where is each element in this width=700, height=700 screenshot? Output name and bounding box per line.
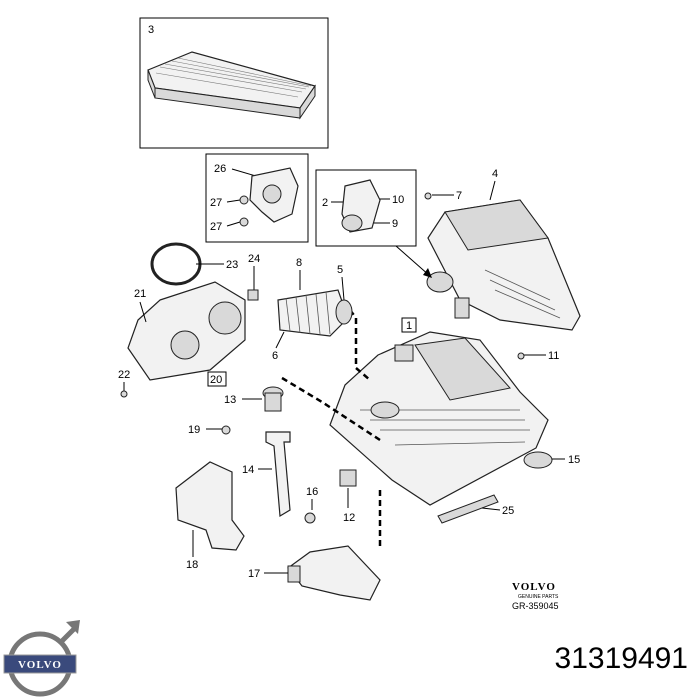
air-intake[interactable]: 17	[248, 545, 381, 601]
reference-code: GR-359045	[512, 601, 559, 611]
part-number: 31319491	[554, 642, 688, 675]
air-duct[interactable]: 18	[175, 461, 245, 571]
label-5: 5	[337, 264, 343, 276]
label-15: 15	[568, 454, 580, 466]
label-22: 22	[118, 369, 130, 381]
label-27a: 27	[210, 197, 222, 209]
airbox-housing[interactable]: 1	[329, 317, 549, 506]
intake-bellows[interactable]: 8 6 5	[272, 257, 353, 362]
part-12[interactable]: 12	[339, 469, 357, 524]
throttle-sensor-box: 26 27 27	[205, 153, 309, 243]
label-7: 7	[456, 190, 462, 202]
logo-text: VOLVO	[18, 659, 62, 671]
label-19: 19	[188, 424, 200, 436]
hose-box: 2 10 9	[315, 169, 417, 247]
label-21: 21	[134, 288, 146, 300]
label-14: 14	[242, 464, 254, 476]
label-1: 1	[406, 320, 412, 332]
volvo-genuine-parts: VOLVO GENUINE PARTS GR-359045	[512, 581, 559, 611]
label-12: 12	[343, 512, 355, 524]
air-filter-box: 3	[139, 17, 329, 149]
label-8: 8	[296, 257, 302, 269]
bracket[interactable]: 19 14 16	[188, 424, 318, 524]
label-13: 13	[224, 394, 236, 406]
grommet[interactable]: 15	[523, 451, 580, 469]
label-26: 26	[214, 163, 226, 175]
label-18: 18	[186, 559, 198, 571]
label-24: 24	[248, 253, 260, 265]
label-25: 25	[502, 505, 514, 517]
label-4: 4	[492, 168, 498, 180]
label-11: 11	[548, 350, 559, 362]
label-3: 3	[148, 24, 154, 36]
label-17: 17	[248, 568, 260, 580]
part-13[interactable]: 13	[224, 386, 284, 412]
label-23: 23	[226, 259, 238, 271]
label-10: 10	[392, 194, 404, 206]
volvo-logo: VOLVO	[3, 620, 80, 697]
throttle-body[interactable]: 23 24 21 22 20	[118, 242, 260, 398]
brand-text: VOLVO	[512, 581, 556, 593]
filter-strip[interactable]: 25	[437, 494, 514, 524]
label-9: 9	[392, 218, 398, 230]
label-20: 20	[210, 374, 222, 386]
label-2: 2	[322, 197, 328, 209]
airbox-cover[interactable]: 4 7	[424, 168, 581, 331]
label-6: 6	[272, 350, 278, 362]
label-27b: 27	[210, 221, 222, 233]
label-16: 16	[306, 486, 318, 498]
brand-sub: GENUINE PARTS	[518, 594, 559, 600]
